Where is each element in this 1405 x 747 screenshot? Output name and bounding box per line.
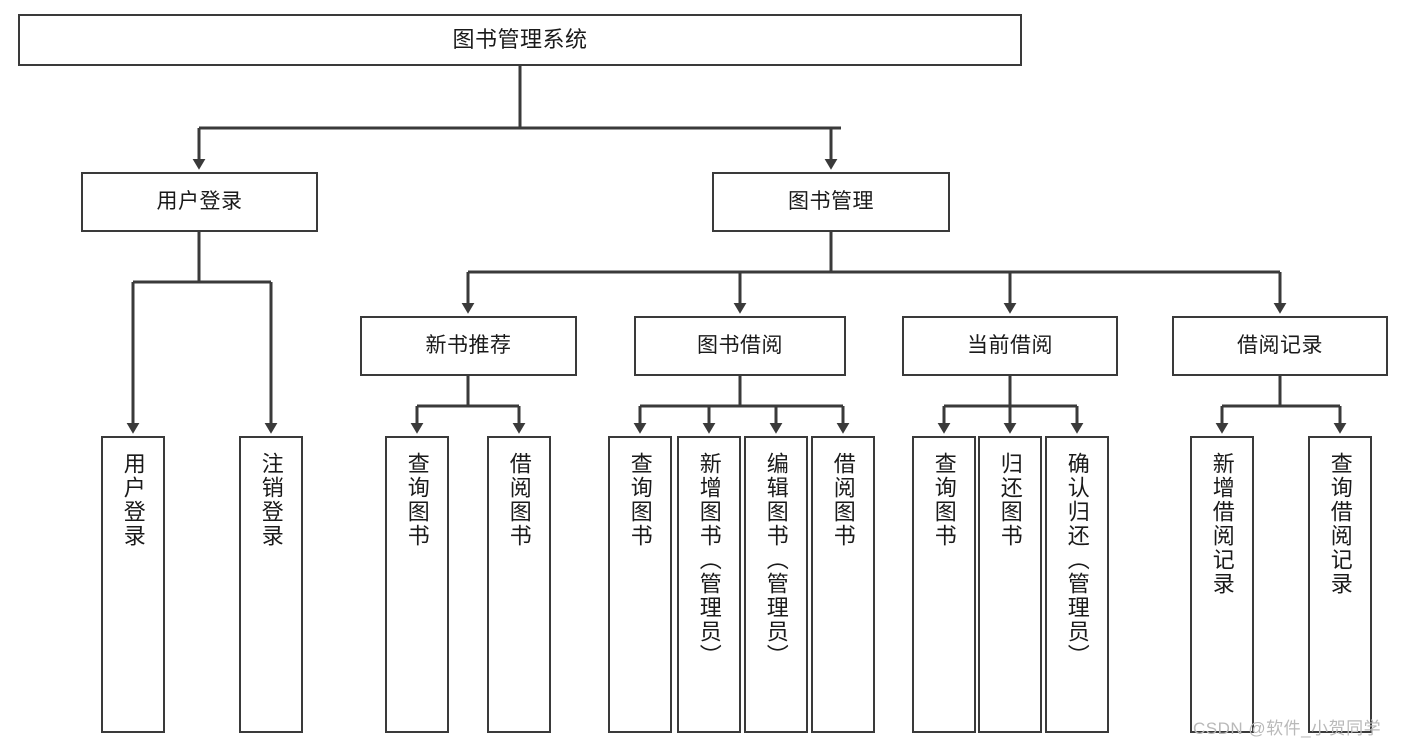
- node-label: 查询图书: [931, 452, 957, 548]
- node-user-login[interactable]: 用户登录: [81, 172, 318, 232]
- leaf-user-login-login[interactable]: 用户登录: [101, 436, 165, 733]
- leaf-new-book-borrow[interactable]: 借阅图书: [487, 436, 551, 733]
- node-book-management[interactable]: 图书管理: [712, 172, 950, 232]
- node-label: 借阅记录: [1237, 334, 1323, 358]
- node-label: 新增图书（管理员）: [696, 452, 722, 668]
- leaf-current-borrow-return[interactable]: 归还图书: [978, 436, 1042, 733]
- leaf-current-borrow-confirm[interactable]: 确认归还（管理员）: [1045, 436, 1109, 733]
- node-book-borrow[interactable]: 图书借阅: [634, 316, 846, 376]
- node-label: 用户登录: [120, 452, 146, 548]
- node-label: 新增借阅记录: [1209, 452, 1235, 596]
- node-label: 注销登录: [258, 452, 284, 548]
- node-label: 归还图书: [997, 452, 1023, 548]
- leaf-book-borrow-edit[interactable]: 编辑图书（管理员）: [744, 436, 808, 733]
- node-label: 图书管理系统: [452, 26, 588, 52]
- node-label: 确认归还（管理员）: [1064, 452, 1090, 668]
- leaf-book-borrow-query[interactable]: 查询图书: [608, 436, 672, 733]
- node-label: 借阅图书: [830, 452, 856, 548]
- node-label: 新书推荐: [425, 334, 512, 358]
- node-label: 借阅图书: [506, 452, 532, 548]
- node-label: 查询图书: [627, 452, 653, 548]
- leaf-current-borrow-query[interactable]: 查询图书: [912, 436, 976, 733]
- node-new-book-recommend[interactable]: 新书推荐: [360, 316, 577, 376]
- leaf-book-borrow-borrow[interactable]: 借阅图书: [811, 436, 875, 733]
- node-borrow-record[interactable]: 借阅记录: [1172, 316, 1388, 376]
- csdn-watermark: CSDN @软件_小贺同学: [1193, 719, 1382, 738]
- node-label: 编辑图书（管理员）: [763, 452, 789, 668]
- node-label: 查询图书: [404, 452, 430, 548]
- node-label: 查询借阅记录: [1327, 452, 1353, 596]
- leaf-book-borrow-add[interactable]: 新增图书（管理员）: [677, 436, 741, 733]
- leaf-borrow-record-query[interactable]: 查询借阅记录: [1308, 436, 1372, 733]
- node-label: 当前借阅: [967, 334, 1053, 358]
- node-label: 图书管理: [788, 190, 874, 214]
- leaf-borrow-record-add[interactable]: 新增借阅记录: [1190, 436, 1254, 733]
- leaf-user-login-logout[interactable]: 注销登录: [239, 436, 303, 733]
- leaf-new-book-query[interactable]: 查询图书: [385, 436, 449, 733]
- node-root-system[interactable]: 图书管理系统: [18, 14, 1022, 66]
- node-label: 图书借阅: [697, 334, 783, 358]
- node-label: 用户登录: [156, 190, 243, 214]
- node-current-borrow[interactable]: 当前借阅: [902, 316, 1118, 376]
